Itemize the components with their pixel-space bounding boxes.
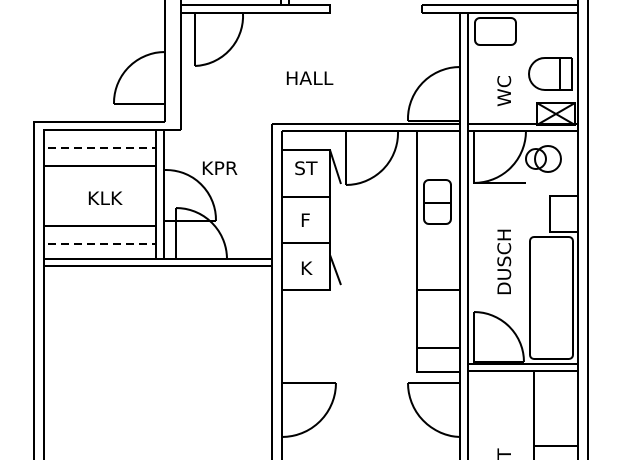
fridge-door-line (329, 149, 342, 286)
wc-vent-cross (536, 102, 576, 126)
door-left-hall (112, 51, 166, 105)
washing-machine-symbol (525, 144, 562, 174)
lower-closet (533, 371, 578, 460)
hall-bottom-wall (272, 123, 460, 132)
wc-sink (474, 17, 517, 46)
label-k: K (300, 258, 313, 280)
label-kpr: KPR (201, 158, 238, 180)
klk-kpr-wall (155, 130, 165, 259)
top-wall-left (181, 4, 331, 14)
door-kpr-lower (175, 207, 228, 260)
doors (112, 12, 527, 438)
top-wall-right (421, 4, 578, 14)
label-hall: HALL (285, 68, 334, 90)
top-wall-post (280, 0, 290, 5)
door-kitchen-lower-left (281, 382, 337, 438)
door-kitchen-lower-right (407, 382, 461, 438)
door-shower-lower (473, 311, 525, 363)
kitchen-left-wall (271, 124, 283, 460)
left-l-wall (33, 121, 181, 460)
door-kpr (163, 168, 218, 222)
door-hall-top (194, 12, 245, 67)
kitchen-units (282, 131, 460, 373)
shower-tray (529, 236, 574, 360)
wc-vent (536, 102, 576, 126)
door-wc (406, 66, 461, 122)
room-labels: HALL KPR KLK ST F K WC DUSCH T (87, 68, 516, 460)
label-partial: T (494, 448, 516, 460)
wc-toilet (528, 57, 573, 91)
label-st: ST (294, 158, 318, 180)
counter-right (416, 131, 460, 373)
kitchen-column (282, 149, 331, 291)
wc-fixtures (474, 17, 576, 126)
shower-bottom-wall (468, 363, 578, 372)
door-kitchen-top (345, 130, 400, 186)
label-wc: WC (494, 75, 516, 107)
shower-fixtures (525, 144, 579, 460)
klk-shelf-top (44, 165, 156, 227)
shower-cabinet (549, 195, 579, 233)
kpr-bottom-wall (44, 258, 272, 267)
label-klk: KLK (87, 188, 123, 210)
right-outer-wall (577, 0, 589, 460)
bath-partition (459, 13, 469, 460)
door-shower-upper (473, 130, 527, 184)
label-dusch: DUSCH (494, 228, 516, 296)
hall-left-wall (164, 0, 182, 130)
klk-closet (44, 147, 156, 245)
label-f: F (300, 210, 311, 232)
